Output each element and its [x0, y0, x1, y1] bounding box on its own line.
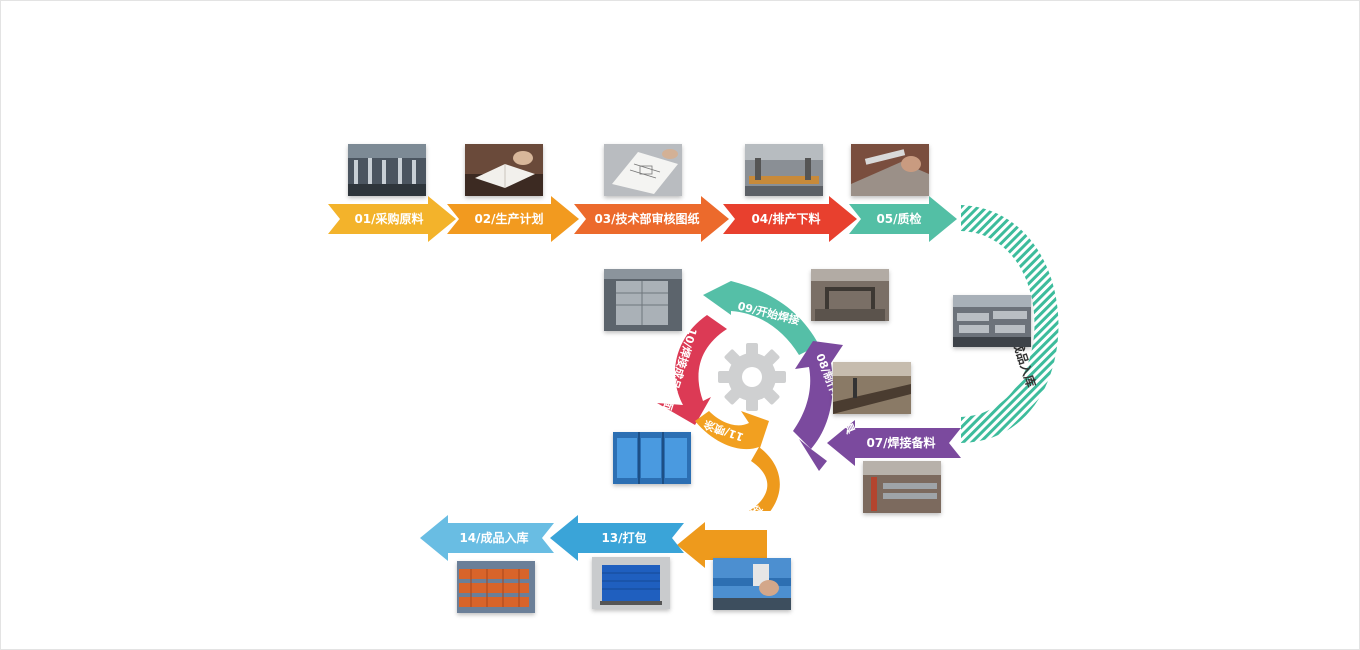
step-14-arrow: 14/成品入库 [420, 515, 554, 561]
photo-drawings [604, 144, 682, 196]
step-02-arrow: 02/生产计划 [447, 196, 579, 242]
step-12-band [749, 447, 780, 511]
step-01-arrow: 01/采购原料 [328, 196, 456, 242]
step-08-band [793, 341, 843, 449]
photo-semi-finished-storage [953, 295, 1031, 347]
step-02-label: 02/生产计划 [474, 212, 544, 226]
step-13-arrow: 13/打包 [550, 515, 684, 561]
production-cycle [657, 281, 843, 511]
photo-finished-storage [457, 561, 535, 613]
step-01-label: 01/采购原料 [354, 212, 424, 226]
photo-planning [465, 144, 543, 196]
step-12-arrow [677, 522, 767, 568]
photo-packing [592, 557, 670, 609]
photo-surface-treatment [604, 269, 682, 331]
step-05-label: 05/质检 [876, 212, 922, 226]
step-03-arrow: 03/技术部审核图纸 [574, 196, 729, 242]
step-04-label: 04/排产下料 [751, 212, 821, 226]
step-11-band [695, 411, 769, 463]
photo-painting [613, 432, 691, 484]
step-03-label: 03/技术部审核图纸 [594, 212, 700, 226]
step-04-arrow: 04/排产下料 [723, 196, 857, 242]
step-07-arrow: 07/焊接备料 [827, 420, 961, 466]
step-05-arrow: 05/质检 [849, 196, 957, 242]
step-09-band [717, 281, 819, 355]
step-14-label: 14/成品入库 [459, 531, 529, 545]
step-06-curve: 06/半成品入库 [941, 191, 1081, 461]
photo-start-welding [811, 269, 889, 321]
photo-welding-prep [863, 461, 941, 513]
photo-raw-materials [348, 144, 426, 196]
step-07-label: 07/焊接备料 [866, 436, 936, 450]
step-13-label: 13/打包 [601, 531, 647, 545]
photo-inspection [851, 144, 929, 196]
photo-tooling [833, 362, 911, 414]
step-10-band [657, 315, 727, 425]
gear-icon [718, 343, 786, 411]
photo-final-inspection [713, 558, 791, 610]
photo-cutting [745, 144, 823, 196]
